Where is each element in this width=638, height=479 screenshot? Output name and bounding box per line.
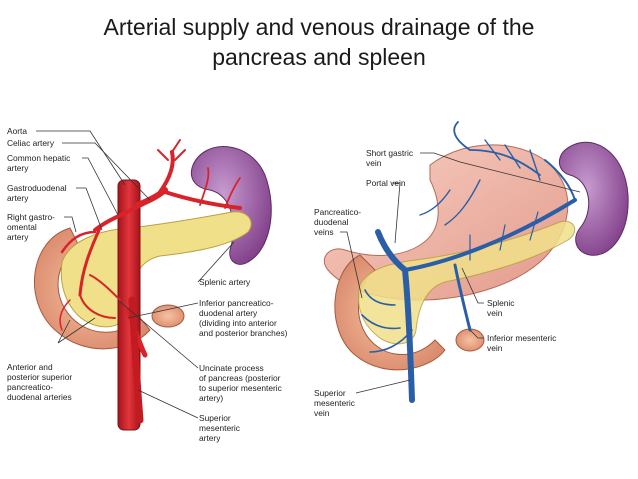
label-portal-vein: Portal vein [366,178,406,188]
label-inferior-pancreaticoduodenal-artery: Inferior pancreatico- duodenal artery (d… [199,298,288,338]
arterial-figure [34,139,272,431]
arteries-left [59,139,242,358]
jejunum-right [455,328,485,352]
label-right-gastroomental-artery: Right gastro- omental artery [7,212,55,242]
superior-mesenteric-artery [128,296,144,424]
veins-right [361,121,577,403]
label-common-hepatic-artery: Common hepatic artery [7,153,71,173]
label-uncinate-process: Uncinate process of pancreas (posterior … [199,363,282,403]
label-superior-pancreaticoduodenal-arteries: Anterior and posterior superior pancreat… [7,362,73,402]
venous-figure [323,121,629,403]
leader-lines [36,130,581,419]
label-short-gastric-vein: Short gastric vein [366,148,414,168]
label-splenic-artery: Splenic artery [199,277,251,287]
spleen-right [558,141,629,256]
pancreas-right [357,220,576,345]
title-line-2: pancreas and spleen [212,44,426,70]
label-superior-mesenteric-artery: Superior mesenteric artery [199,413,240,443]
label-superior-mesenteric-vein: Superior mesenteric vein [314,388,355,418]
jejunum-left [151,304,185,328]
label-celiac-artery: Celiac artery [7,138,55,148]
label-splenic-vein: Splenic vein [487,298,515,318]
title-line-1: Arterial supply and venous drainage of t… [103,14,535,40]
label-pancreaticoduodenal-veins: Pancreatico- duodenal veins [314,207,362,237]
slide-title: Arterial supply and venous drainage of t… [0,12,638,72]
label-aorta: Aorta [7,126,28,136]
label-gastroduodenal-artery: Gastroduodenal artery [7,183,67,203]
label-inferior-mesenteric-vein: Inferior mesenteric vein [487,333,557,353]
